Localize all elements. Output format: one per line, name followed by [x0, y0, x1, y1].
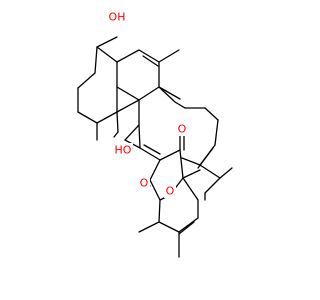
hydroxyl-enol-label: HO: [113, 143, 133, 157]
lactone-carbonyl-oxygen-text: O: [140, 177, 149, 190]
hydroxyl-top-label: OH: [107, 10, 127, 24]
molecule-drawing: OH HO O O O: [77, 10, 233, 258]
bond-network: [77, 36, 233, 258]
lactone-carbonyl-oxygen-label: O: [138, 176, 150, 190]
ring-oxygen-label: O: [164, 184, 176, 198]
hydroxyl-top-text: OH: [109, 11, 126, 24]
ketone-oxygen-label: O: [176, 122, 188, 136]
ketone-oxygen-text: O: [178, 123, 187, 136]
atom-labels: OH HO O O O: [107, 10, 188, 198]
structure-diagram: OH HO O O O: [77, 10, 233, 258]
hydroxyl-enol-text: HO: [115, 144, 132, 157]
ring-oxygen-text: O: [166, 185, 175, 198]
